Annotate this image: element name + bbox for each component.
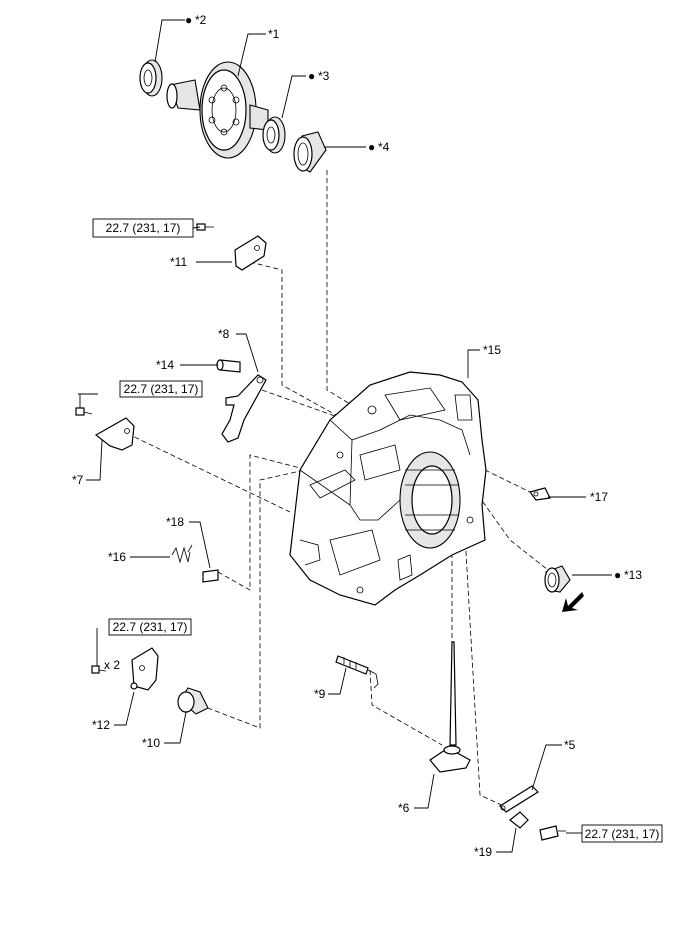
callout-16: *16: [108, 550, 126, 564]
torque-spec-12: 22.7 (231, 17): [108, 618, 192, 636]
torque-value-19: 22.7 (231, 17): [585, 827, 660, 841]
callout-10: *10: [142, 736, 160, 750]
bolt-5-part: [539, 825, 566, 841]
marker-dot-4: ●: [368, 140, 375, 154]
marker-dot-3: ●: [308, 69, 315, 83]
plug-17-part: [528, 487, 551, 501]
callout-9: *9: [314, 687, 326, 701]
transaxle-case-part: [289, 371, 487, 606]
washer-19-part: [509, 811, 529, 829]
callout-17: *17: [590, 490, 608, 504]
lever-5-part: [499, 785, 539, 813]
marker-dot-13: ●: [614, 568, 621, 582]
manual-shaft-6-part: [429, 641, 471, 773]
bolts-12-part: [91, 665, 107, 674]
pin-14-part: [216, 359, 241, 373]
shaft-9-part: [335, 655, 379, 689]
torque-spec-19: 22.7 (231, 17): [581, 824, 663, 843]
callout-8: *8: [218, 327, 230, 341]
callout-3: *3: [318, 69, 330, 83]
oil-seal-13-part: [544, 565, 571, 593]
callout-14: *14: [156, 358, 174, 372]
torque-spec-7: 22.7 (231, 17): [119, 380, 203, 398]
callout-12: *12: [92, 718, 110, 732]
callout-2: *2: [195, 13, 207, 27]
torque-spec-11: 22.7 (231, 17): [92, 218, 194, 238]
lock-plate-11-part: [234, 235, 267, 271]
marker-dot-2: ●: [185, 13, 192, 27]
torque-value-7: 22.7 (231, 17): [124, 382, 199, 396]
quantity-12: x 2: [104, 658, 120, 672]
callout-18: *18: [166, 515, 184, 529]
callout-1: *1: [268, 27, 280, 41]
spring-16-part: [171, 544, 193, 564]
parking-pawl-8-part: [221, 374, 267, 443]
differential-part: [166, 61, 269, 159]
bearing-part-2: [139, 59, 163, 97]
bearing-part-3: [262, 116, 286, 154]
callout-4: *4: [378, 140, 390, 154]
callout-13: *13: [624, 568, 642, 582]
install-direction-arrow-icon: [562, 592, 584, 612]
callout-11: *11: [170, 255, 187, 269]
alignment-lines: [119, 170, 549, 809]
pin-18-part: [202, 569, 219, 583]
bracket-7-part: [94, 417, 135, 451]
callout-6: *6: [398, 801, 410, 815]
torque-value-12: 22.7 (231, 17): [113, 620, 188, 634]
callout-19: *19: [474, 845, 492, 859]
callout-7: *7: [72, 473, 84, 487]
callout-5: *5: [564, 738, 576, 752]
cam-10-part: [177, 687, 209, 715]
bracket-12-part: [130, 647, 159, 691]
outer-race-part-4: [293, 131, 327, 173]
callout-15: *15: [483, 343, 501, 357]
leader-lines: [78, 19, 612, 853]
torque-value-11: 22.7 (231, 17): [106, 221, 181, 235]
bolt-7-part: [75, 407, 93, 416]
